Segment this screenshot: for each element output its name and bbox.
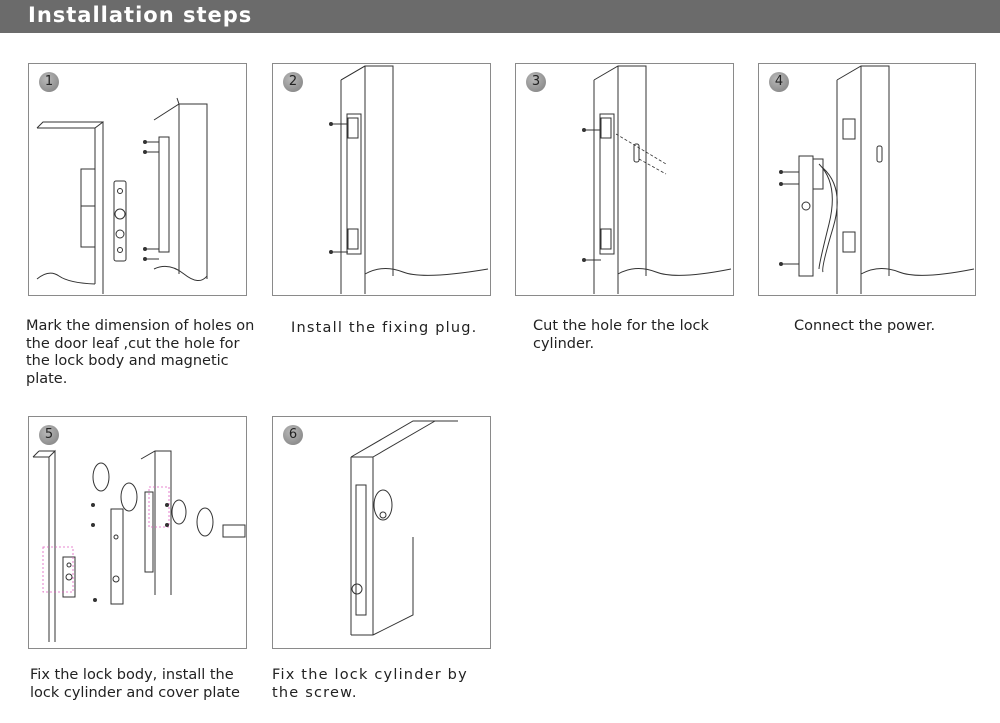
step-3-caption: Cut the hole for the lock cylinder.: [533, 318, 709, 352]
step-1-panel: 1: [28, 63, 247, 296]
step-3-panel: 3: [515, 63, 734, 296]
step-3-illustration: [582, 65, 732, 294]
step-number-badge-icon: 3: [526, 72, 546, 92]
step-6-panel: 6: [272, 416, 491, 649]
step-number-badge-icon: 1: [39, 72, 59, 92]
step-5-illustration: [32, 449, 246, 642]
step-number-badge-icon: 4: [769, 72, 789, 92]
step-number-badge-icon: 5: [39, 425, 59, 445]
step-4-panel: 4: [758, 63, 976, 296]
step-5-caption: Fix the lock body, install the lock cyli…: [30, 667, 240, 701]
step-6-caption: Fix the lock cylinder by the screw.: [272, 667, 468, 701]
step-2-caption: Install the fixing plug.: [291, 320, 478, 336]
page-title: Installation steps: [28, 3, 253, 27]
step-5-panel: 5: [28, 416, 247, 649]
step-1-caption: Mark the dimension of holes on the door …: [26, 318, 255, 387]
step-6-illustration: [350, 420, 458, 636]
step-number-badge-icon: 2: [283, 72, 303, 92]
step-2-illustration: [329, 65, 489, 294]
step-number-badge-icon: 6: [283, 425, 303, 445]
step-2-panel: 2: [272, 63, 491, 296]
step-4-illustration: [779, 65, 975, 294]
step-4-caption: Connect the power.: [794, 318, 936, 334]
step-1-illustration: [36, 97, 208, 294]
header-bar: Installation steps: [0, 0, 1000, 33]
